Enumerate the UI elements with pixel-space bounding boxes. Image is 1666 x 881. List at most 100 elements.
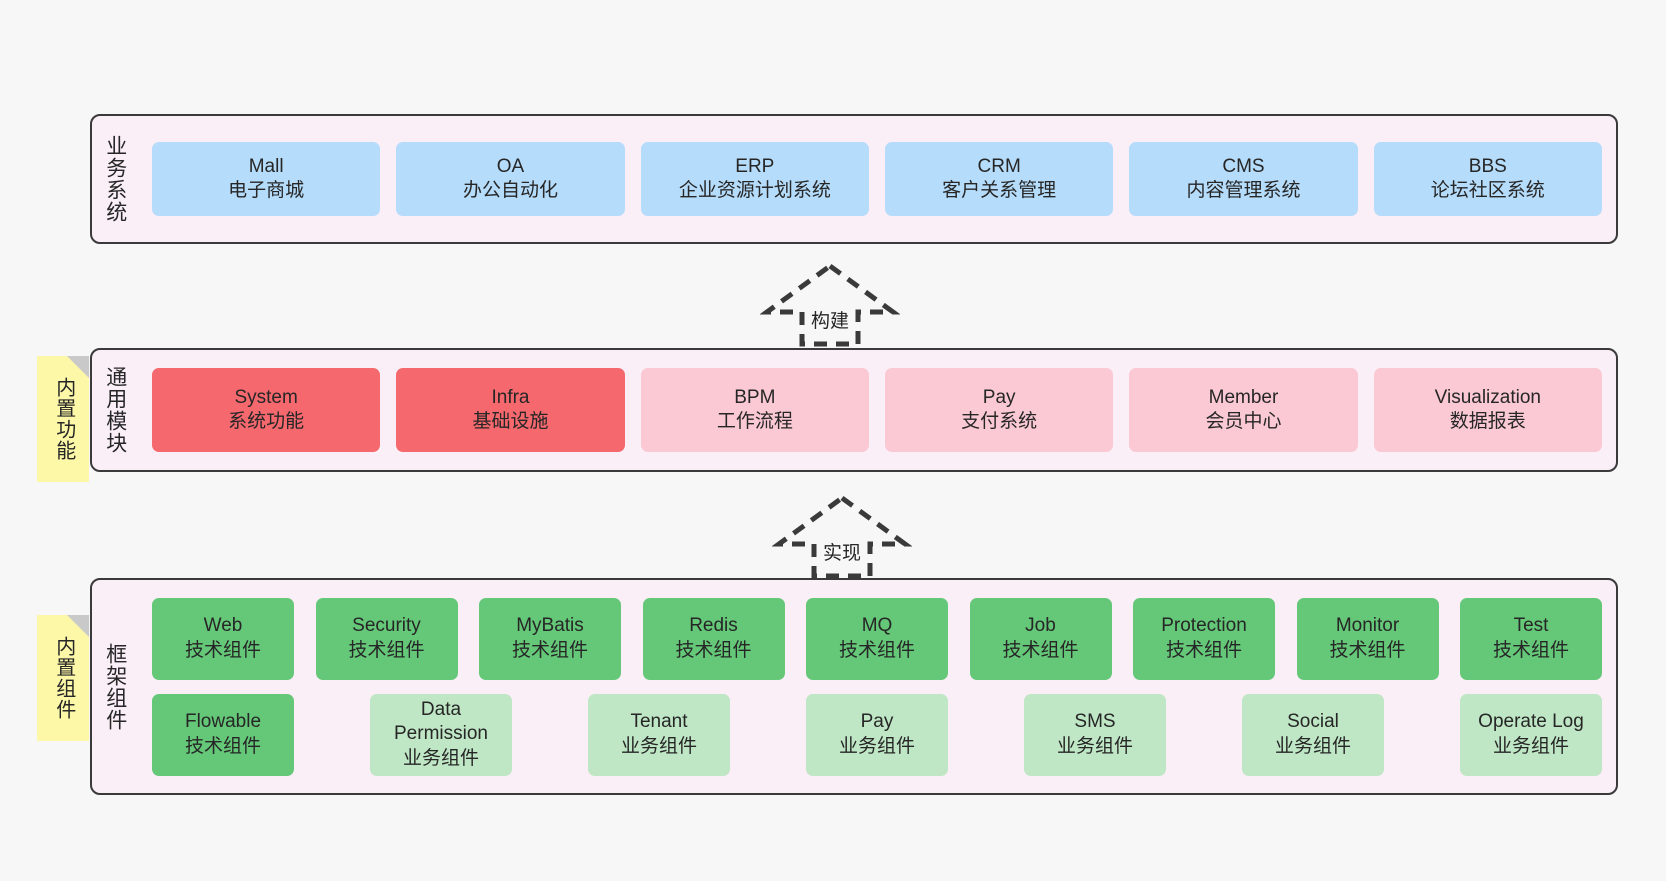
card-en-label: Operate Log bbox=[1478, 711, 1584, 733]
sticky-note-text: 内置功能 bbox=[52, 377, 75, 461]
framework-card-tenant[interactable]: Tenant 业务组件 bbox=[588, 693, 730, 776]
framework-card-monitor[interactable]: Monitor 技术组件 bbox=[1296, 597, 1439, 680]
card-cn-label: 工作流程 bbox=[716, 411, 793, 432]
module-card-infra[interactable]: Infra 基础设施 bbox=[396, 368, 625, 452]
card-cn-label: 技术组件 bbox=[184, 735, 261, 757]
card-cn-label: 业务组件 bbox=[838, 735, 915, 757]
framework-card-job[interactable]: Job 技术组件 bbox=[969, 597, 1112, 680]
connector-implement-label: 实现 bbox=[822, 543, 861, 564]
framework-card-mq[interactable]: MQ 技术组件 bbox=[806, 597, 948, 680]
card-en-label: System bbox=[234, 386, 298, 408]
framework-card-redis[interactable]: Redis 技术组件 bbox=[642, 597, 785, 680]
business-card-list: Mall 电子商城 OA 办公自动化 ERP 企业资源计划系统 CRM 客户关系… bbox=[138, 116, 1616, 242]
card-en-label: Social bbox=[1287, 711, 1339, 733]
note-fold-corner-icon bbox=[67, 356, 89, 378]
card-en-label: ERP bbox=[735, 155, 775, 177]
card-cn-label: 客户关系管理 bbox=[942, 180, 1057, 201]
business-card-cms[interactable]: CMS 内容管理系统 bbox=[1129, 142, 1358, 216]
framework-card-sms[interactable]: SMS 业务组件 bbox=[1024, 693, 1166, 776]
card-cn-label: 企业资源计划系统 bbox=[678, 180, 831, 201]
card-en-label: Flowable bbox=[184, 711, 262, 733]
module-card-system[interactable]: System 系统功能 bbox=[152, 368, 381, 452]
framework-card-web[interactable]: Web 技术组件 bbox=[152, 597, 294, 680]
card-cn-label: 业务组件 bbox=[1056, 735, 1133, 757]
module-card-list: System 系统功能 Infra 基础设施 BPM 工作流程 Pay 支付系统… bbox=[138, 350, 1616, 470]
card-en-label: BPM bbox=[734, 386, 776, 408]
layer-framework-components: 框架组件 Web 技术组件 Security 技术组件 MyBatis 技术组件… bbox=[90, 578, 1618, 795]
card-cn-label: 论坛社区系统 bbox=[1430, 180, 1545, 201]
card-en-label: Visualization bbox=[1434, 386, 1541, 408]
card-cn-label: 技术组件 bbox=[1002, 639, 1079, 661]
card-en-label: BBS bbox=[1468, 155, 1507, 177]
card-cn-label: 技术组件 bbox=[1492, 639, 1569, 661]
module-card-pay[interactable]: Pay 支付系统 bbox=[884, 368, 1114, 452]
connector-implement: 实现 bbox=[772, 492, 912, 582]
connector-build-label: 构建 bbox=[810, 311, 849, 332]
card-cn-label: 内容管理系统 bbox=[1186, 180, 1301, 201]
framework-card-data-permission[interactable]: Data Permission 业务组件 bbox=[370, 693, 512, 776]
card-en-label: Data Permission bbox=[394, 699, 488, 745]
framework-card-pay[interactable]: Pay 业务组件 bbox=[806, 693, 948, 776]
card-en-label: SMS bbox=[1074, 711, 1116, 733]
card-en-label: Job bbox=[1025, 615, 1056, 637]
card-en-label: Monitor bbox=[1335, 615, 1400, 637]
framework-card-protection[interactable]: Protection 技术组件 bbox=[1133, 597, 1275, 680]
business-card-oa[interactable]: OA 办公自动化 bbox=[396, 142, 625, 216]
layer-framework-title: 框架组件 bbox=[103, 642, 127, 731]
card-cn-label: 技术组件 bbox=[184, 639, 261, 661]
connector-build: 构建 bbox=[760, 260, 900, 350]
card-cn-label: 技术组件 bbox=[511, 639, 588, 661]
framework-card-test[interactable]: Test 技术组件 bbox=[1460, 597, 1602, 680]
business-card-erp[interactable]: ERP 企业资源计划系统 bbox=[640, 142, 869, 216]
card-en-label: Pay bbox=[860, 711, 894, 733]
framework-card-flowable[interactable]: Flowable 技术组件 bbox=[152, 693, 294, 776]
card-cn-label: 技术组件 bbox=[675, 639, 752, 661]
card-cn-label: 业务组件 bbox=[1274, 735, 1351, 757]
card-en-label: Tenant bbox=[630, 711, 688, 733]
layer-business-systems: 业务系统 Mall 电子商城 OA 办公自动化 ERP 企业资源计划系统 CRM… bbox=[90, 114, 1618, 244]
card-cn-label: 技术组件 bbox=[1165, 639, 1242, 661]
card-cn-label: 基础设施 bbox=[472, 411, 549, 432]
framework-card-mybatis[interactable]: MyBatis 技术组件 bbox=[479, 597, 621, 680]
card-en-label: Security bbox=[352, 615, 421, 637]
card-cn-label: 系统功能 bbox=[228, 411, 305, 432]
note-fold-corner-icon bbox=[67, 615, 89, 637]
card-cn-label: 电子商城 bbox=[228, 180, 305, 201]
layer-common-modules: 通用模块 System 系统功能 Infra 基础设施 BPM 工作流程 Pay… bbox=[90, 348, 1618, 472]
card-en-label: Test bbox=[1513, 615, 1549, 637]
card-en-label: CMS bbox=[1222, 155, 1265, 177]
layer-module-title: 通用模块 bbox=[103, 366, 127, 454]
card-cn-label: 会员中心 bbox=[1205, 411, 1282, 432]
framework-card-social[interactable]: Social 业务组件 bbox=[1242, 693, 1384, 776]
layer-business-title: 业务系统 bbox=[103, 135, 127, 223]
card-en-label: Web bbox=[203, 615, 243, 637]
card-en-label: Protection bbox=[1161, 615, 1247, 637]
sticky-note-builtin-features: 内置功能 bbox=[37, 356, 89, 482]
business-card-mall[interactable]: Mall 电子商城 bbox=[152, 142, 381, 216]
framework-card-security[interactable]: Security 技术组件 bbox=[315, 597, 458, 680]
card-cn-label: 支付系统 bbox=[961, 411, 1038, 432]
card-en-label: MyBatis bbox=[516, 615, 584, 637]
card-cn-label: 技术组件 bbox=[838, 639, 915, 661]
card-en-label: Redis bbox=[689, 615, 738, 637]
business-card-crm[interactable]: CRM 客户关系管理 bbox=[884, 142, 1114, 216]
card-en-label: Infra bbox=[491, 386, 530, 408]
card-cn-label: 业务组件 bbox=[1492, 735, 1569, 757]
card-en-label: Pay bbox=[982, 386, 1016, 408]
module-card-member[interactable]: Member 会员中心 bbox=[1129, 368, 1358, 452]
card-en-label: MQ bbox=[861, 615, 893, 637]
card-cn-label: 办公自动化 bbox=[462, 180, 558, 201]
card-en-label: Member bbox=[1208, 386, 1279, 408]
sticky-note-text: 内置组件 bbox=[52, 636, 75, 720]
framework-card-grid: Web 技术组件 Security 技术组件 MyBatis 技术组件 Redi… bbox=[138, 580, 1616, 793]
card-cn-label: 技术组件 bbox=[348, 639, 425, 661]
framework-card-operate-log[interactable]: Operate Log 业务组件 bbox=[1460, 693, 1602, 776]
module-card-visualization[interactable]: Visualization 数据报表 bbox=[1373, 368, 1602, 452]
business-card-bbs[interactable]: BBS 论坛社区系统 bbox=[1373, 142, 1602, 216]
card-en-label: Mall bbox=[248, 155, 284, 177]
card-cn-label: 技术组件 bbox=[1329, 639, 1406, 661]
sticky-note-builtin-components: 内置组件 bbox=[37, 615, 89, 741]
module-card-bpm[interactable]: BPM 工作流程 bbox=[640, 368, 869, 452]
card-cn-label: 数据报表 bbox=[1449, 411, 1526, 432]
